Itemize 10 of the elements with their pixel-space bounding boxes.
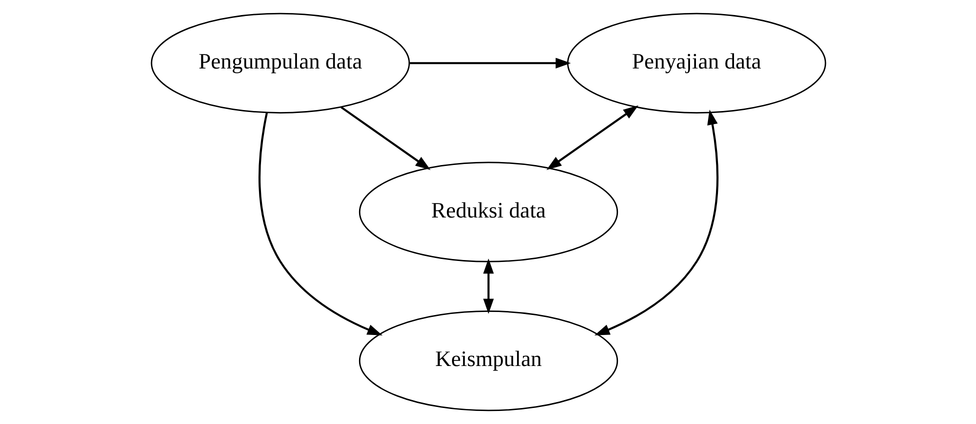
arrow (258, 112, 382, 336)
node-ellipse: Penyajian data (566, 12, 826, 114)
node-ellipse: Pengumpulan data (150, 12, 410, 114)
arrow (546, 105, 638, 170)
arrow (482, 258, 494, 314)
node-ellipse: Reduksi data (358, 162, 618, 262)
arrow (340, 106, 430, 170)
node-ellipse: Keismpulan (358, 310, 618, 412)
arrow (409, 58, 570, 68)
arrow (594, 110, 718, 336)
